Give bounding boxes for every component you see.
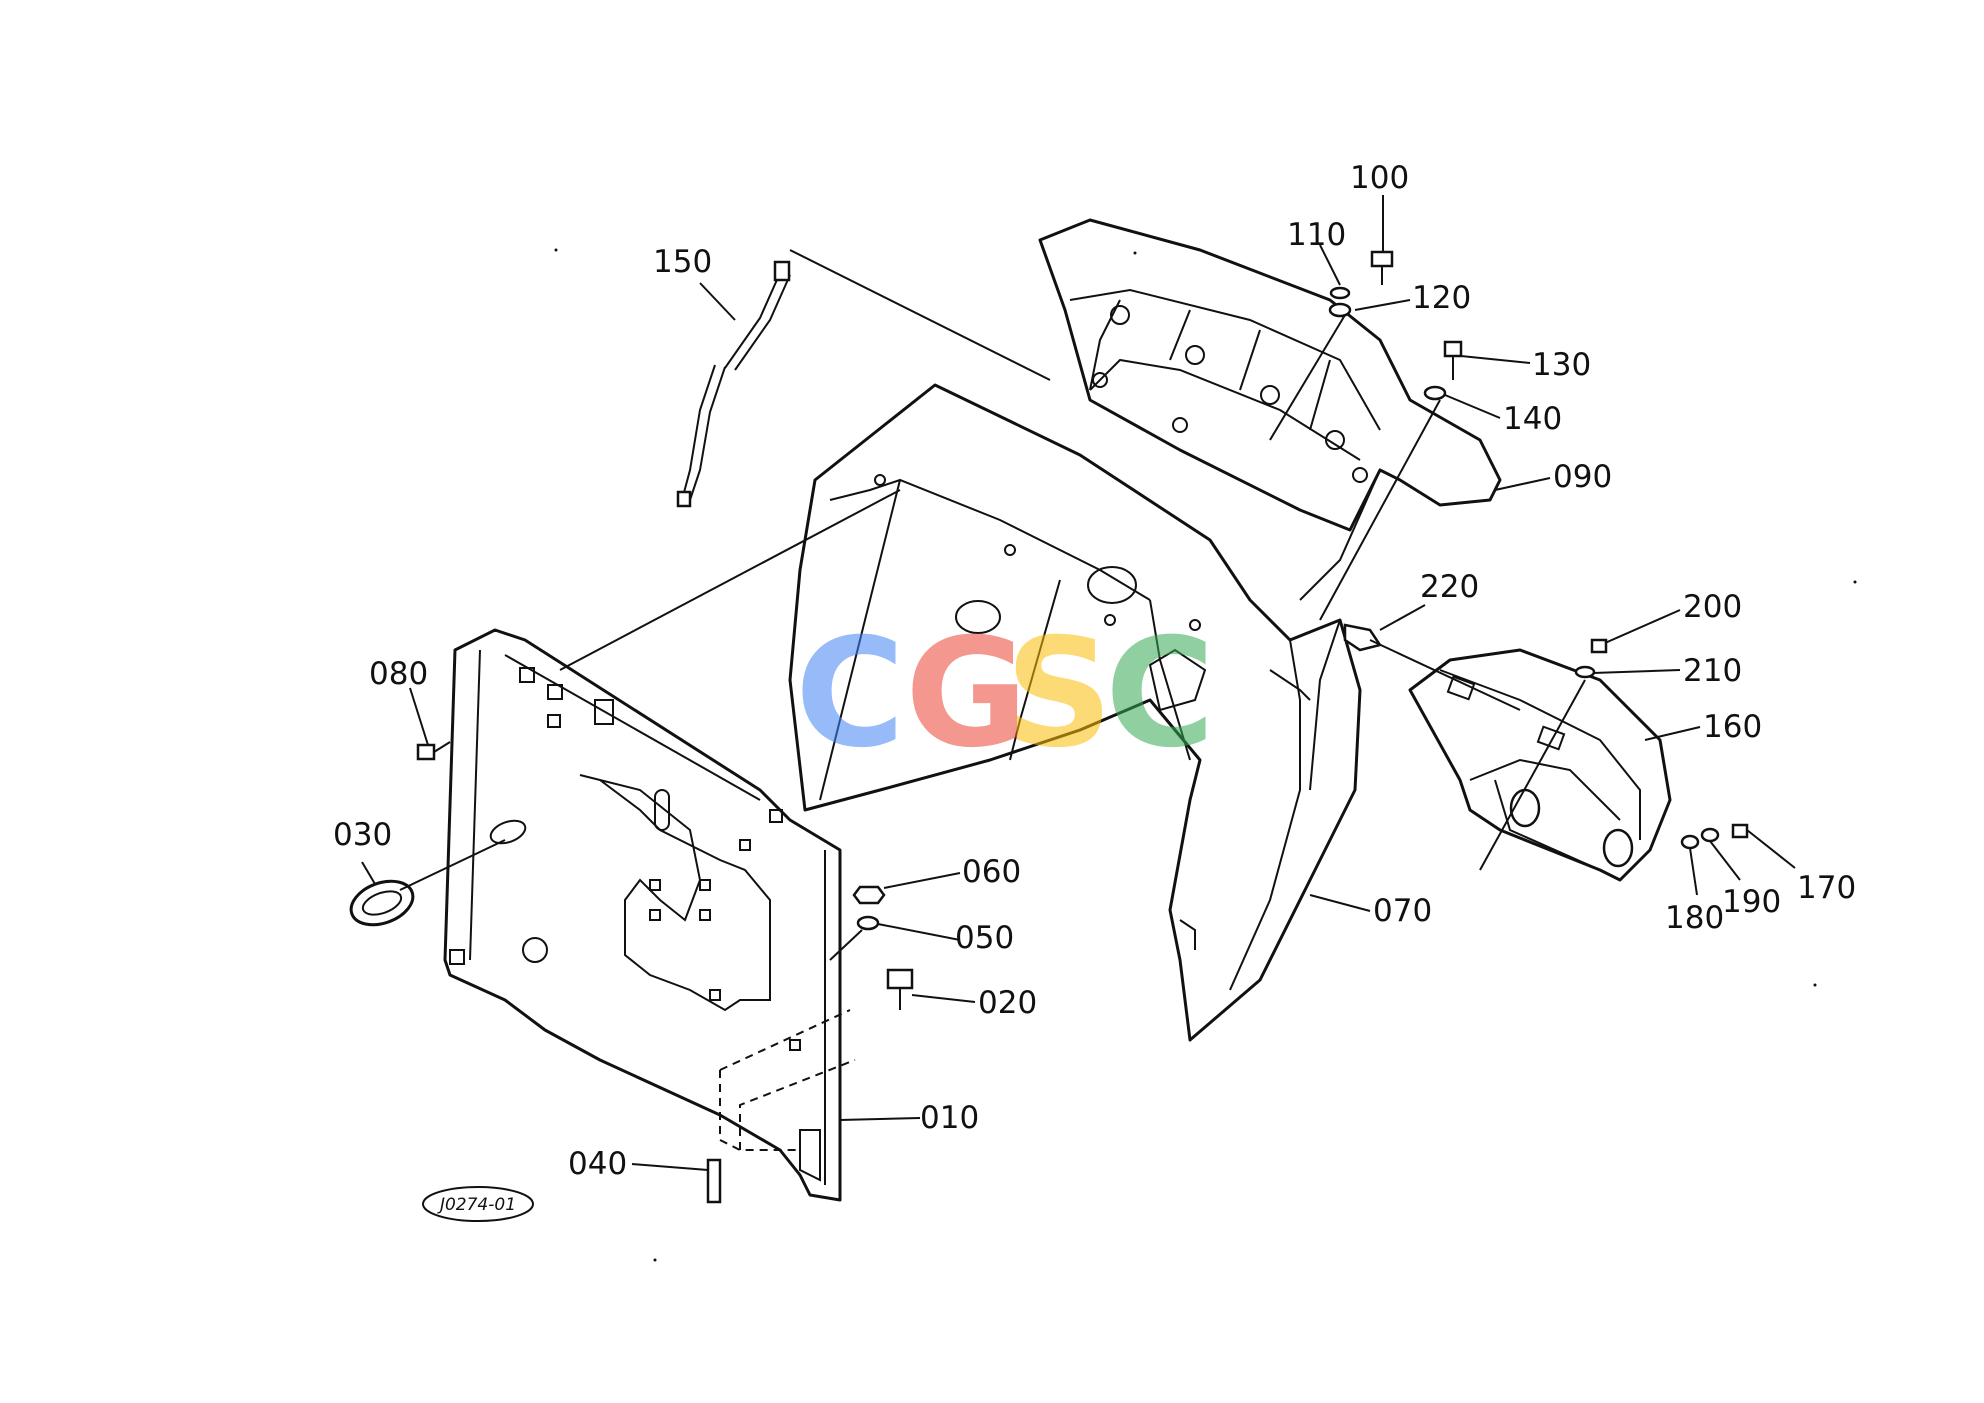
callout-120: 120 (1412, 280, 1471, 316)
watermark-letter: G (905, 607, 1028, 781)
callout-070: 070 (1373, 893, 1432, 929)
cable-150 (676, 260, 791, 508)
callout-010: 010 (920, 1100, 979, 1136)
leader-lines (361, 195, 1796, 1171)
washer-180 (1680, 834, 1700, 850)
callout-210: 210 (1683, 653, 1742, 689)
callout-220: 220 (1420, 569, 1479, 605)
cover-160 (1408, 648, 1672, 882)
callout-200: 200 (1683, 589, 1742, 625)
callout-110: 110 (1287, 217, 1346, 253)
bolt-130 (1443, 340, 1463, 380)
callout-140: 140 (1503, 401, 1562, 437)
callout-160: 160 (1703, 709, 1762, 745)
meter-panel-090 (1038, 218, 1502, 601)
diagram-code-badge: J0274-01 (422, 1186, 534, 1222)
callout-190: 190 (1722, 884, 1781, 920)
callout-020: 020 (978, 985, 1037, 1021)
callout-130: 130 (1532, 347, 1591, 383)
washer-140 (1423, 385, 1447, 401)
screw-080 (416, 741, 451, 761)
washer-050 (856, 915, 880, 931)
washer-110 (1329, 286, 1351, 300)
watermark: C G S C (795, 607, 1215, 781)
callout-080: 080 (369, 656, 428, 692)
callout-090: 090 (1553, 459, 1612, 495)
dash-panel-070 (788, 383, 1362, 1042)
screw-200 (1590, 638, 1608, 654)
stud-040 (706, 1158, 722, 1204)
callout-180: 180 (1665, 900, 1724, 936)
assembly-lines (399, 249, 1586, 961)
bolt-170 (1731, 823, 1749, 839)
callout-050: 050 (955, 920, 1014, 956)
callout-030: 030 (333, 817, 392, 853)
back-plate-010 (443, 628, 856, 1202)
diagram-code: J0274-01 (437, 1195, 516, 1215)
washer-120 (1328, 302, 1352, 318)
bolt-100 (1370, 250, 1394, 285)
callout-100: 100 (1350, 160, 1409, 196)
watermark-letter: S (1005, 607, 1113, 781)
callout-040: 040 (568, 1146, 627, 1182)
washer-190 (1700, 827, 1720, 843)
callout-150: 150 (653, 244, 712, 280)
callout-060: 060 (962, 854, 1021, 890)
callout-170: 170 (1797, 870, 1856, 906)
washer-210 (1574, 665, 1596, 679)
watermark-letter: C (795, 607, 905, 781)
callout-labels: 100 110 120 130 140 090 150 080 030 060 … (333, 160, 1856, 1182)
grommet-030 (349, 879, 415, 927)
watermark-letter: C (1105, 607, 1215, 781)
clip-220 (1343, 623, 1383, 652)
bolt-020 (886, 968, 914, 1010)
nut-060 (852, 885, 886, 905)
